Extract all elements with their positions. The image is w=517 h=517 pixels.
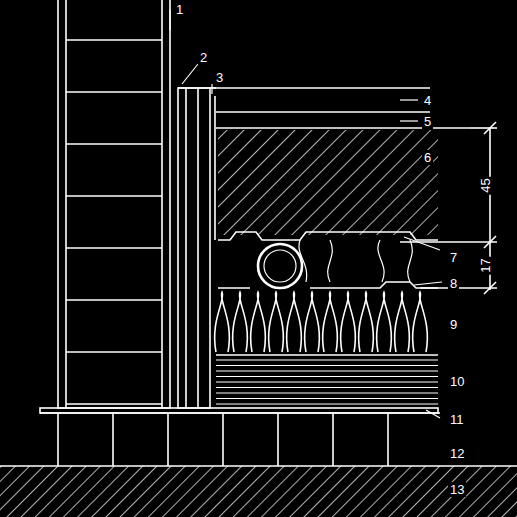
block-joint xyxy=(332,413,334,466)
system-panel-top xyxy=(218,232,438,240)
callout-number: 8 xyxy=(448,276,459,291)
dimension-line xyxy=(400,122,497,294)
wool-fibre xyxy=(305,292,320,352)
brick-joint xyxy=(66,403,162,405)
callout-number: 5 xyxy=(422,114,433,129)
dimension-value: 45 xyxy=(478,176,493,194)
block-joint xyxy=(222,413,224,466)
wool-fibre xyxy=(413,292,428,352)
dimension-value: 17 xyxy=(478,256,493,274)
impact-layer-line xyxy=(216,404,438,405)
impact-layer-line xyxy=(216,382,438,383)
wool-fibre xyxy=(359,292,374,352)
plaster-layer xyxy=(178,88,210,408)
brick-joint xyxy=(66,351,162,353)
system-panel-bottom xyxy=(218,282,438,288)
wool-fibre xyxy=(323,292,338,352)
brick-joint xyxy=(66,91,162,93)
brick-joint xyxy=(66,247,162,249)
callout-number: 13 xyxy=(448,482,466,497)
bedding-layer xyxy=(216,111,430,113)
wool-fibre xyxy=(269,292,284,352)
impact-layer-line xyxy=(216,398,438,399)
block-joint xyxy=(277,413,279,466)
impact-layer-line xyxy=(216,393,438,394)
edge-strip xyxy=(214,96,216,240)
brick-joint xyxy=(66,299,162,301)
block-joint xyxy=(57,413,59,466)
brick-joint xyxy=(66,195,162,197)
block-joint xyxy=(387,413,389,466)
brick-joints xyxy=(66,40,162,404)
impact-layer-line xyxy=(216,376,438,377)
ground xyxy=(0,466,517,517)
block-joint xyxy=(112,413,114,466)
block-edge xyxy=(40,412,440,414)
callout-number: 7 xyxy=(448,250,459,265)
block-joint xyxy=(167,413,169,466)
callout-number: 9 xyxy=(448,317,459,332)
brick-joint xyxy=(66,143,162,145)
impact-sound-layer xyxy=(216,360,438,404)
callout-number: 10 xyxy=(448,374,466,389)
insulation-wool xyxy=(215,292,428,352)
impact-layer-line xyxy=(216,365,438,366)
callout-number: 4 xyxy=(422,93,433,108)
callout-number: 1 xyxy=(174,2,185,17)
wool-fibre xyxy=(341,292,356,352)
callout-number: 12 xyxy=(448,446,466,461)
floor-finish xyxy=(178,87,430,89)
base-blocks xyxy=(40,413,440,466)
impact-layer-line xyxy=(216,371,438,372)
wool-fibre xyxy=(251,292,266,352)
wool-fibre xyxy=(233,292,248,352)
callout-number: 3 xyxy=(214,70,225,85)
wool-fibre xyxy=(395,292,410,352)
wool-fibre xyxy=(287,292,302,352)
brick-joint xyxy=(66,39,162,41)
callout-number: 2 xyxy=(198,50,209,65)
wool-fibre xyxy=(215,292,230,352)
heating-pipe xyxy=(258,244,302,288)
callout-number: 11 xyxy=(448,412,466,427)
wool-fibre xyxy=(377,292,392,352)
callout-number: 6 xyxy=(422,150,433,165)
screed xyxy=(218,130,438,235)
leader-lines xyxy=(170,10,442,418)
impact-layer-line xyxy=(216,360,438,361)
brick-wall xyxy=(58,0,170,408)
impact-layer-line xyxy=(216,387,438,388)
